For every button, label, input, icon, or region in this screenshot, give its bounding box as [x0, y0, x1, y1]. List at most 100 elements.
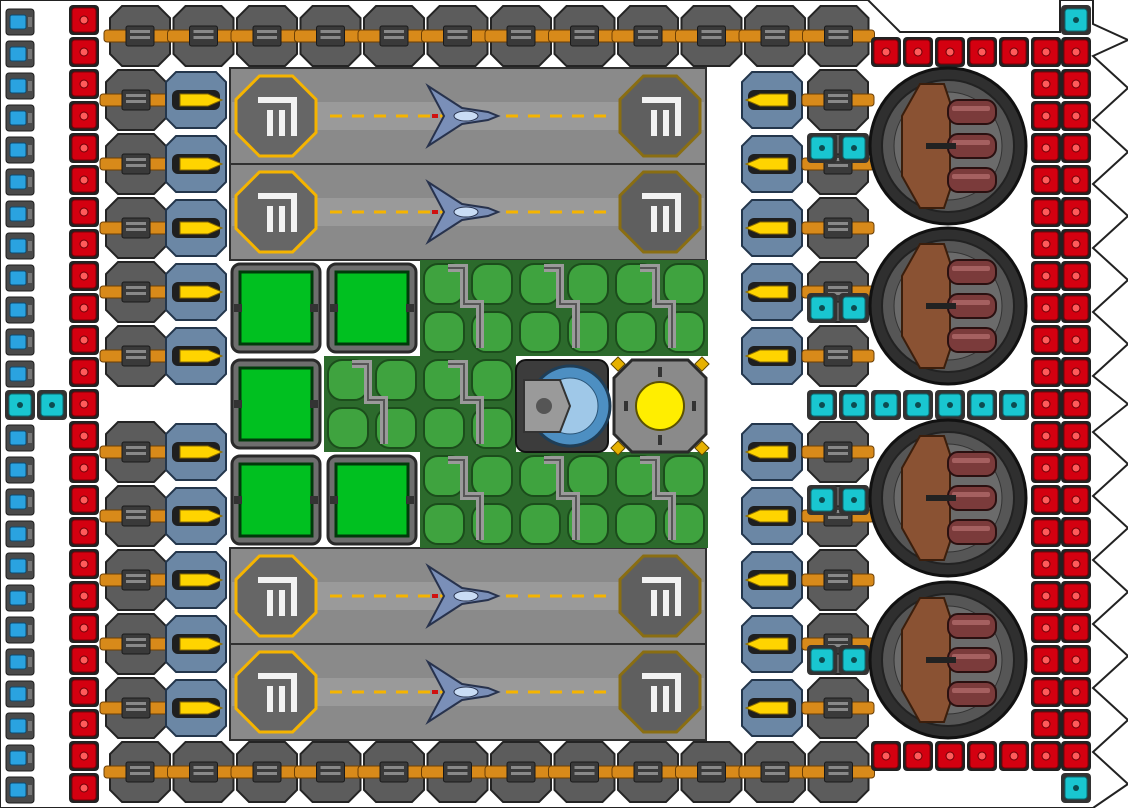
laser-cannon[interactable]	[165, 135, 227, 193]
laser-cannon[interactable]	[741, 423, 803, 481]
armor-block[interactable]	[1061, 261, 1091, 291]
laser-cannon[interactable]	[741, 263, 803, 321]
laser-cannon[interactable]	[741, 327, 803, 385]
battery-cell[interactable]	[5, 136, 35, 164]
cargo-container[interactable]	[230, 358, 322, 450]
triple-cannon-turret[interactable]	[868, 418, 1028, 578]
runway-landing-strip[interactable]	[229, 67, 707, 165]
thruster[interactable]	[357, 741, 431, 803]
thruster[interactable]	[167, 5, 240, 67]
laser-cannon[interactable]	[741, 71, 803, 129]
thruster[interactable]	[99, 485, 173, 547]
power-node[interactable]	[807, 485, 837, 515]
armor-block[interactable]	[69, 453, 99, 483]
armor-block[interactable]	[1031, 581, 1061, 611]
armor-block[interactable]	[1061, 165, 1091, 195]
battery-cell[interactable]	[5, 456, 35, 484]
thruster[interactable]	[230, 741, 304, 803]
armor-block[interactable]	[69, 645, 99, 675]
armor-block[interactable]	[1061, 645, 1091, 675]
armor-block[interactable]	[1061, 389, 1091, 419]
battery-cell[interactable]	[5, 584, 35, 612]
power-node[interactable]	[1061, 5, 1091, 35]
armor-block[interactable]	[69, 613, 99, 643]
fighter-jet-icon[interactable]	[425, 563, 501, 629]
thruster[interactable]	[802, 5, 875, 67]
thruster[interactable]	[99, 133, 173, 195]
armor-block[interactable]	[935, 741, 965, 771]
armor-block[interactable]	[1031, 741, 1061, 771]
thruster[interactable]	[421, 5, 494, 67]
armor-block[interactable]	[1031, 389, 1061, 419]
armor-block[interactable]	[1031, 325, 1061, 355]
laser-cannon[interactable]	[741, 487, 803, 545]
thruster[interactable]	[675, 741, 748, 803]
laser-cannon[interactable]	[165, 615, 227, 673]
thruster[interactable]	[99, 421, 173, 483]
thruster[interactable]	[99, 325, 173, 387]
armor-block[interactable]	[1061, 133, 1091, 163]
armor-block[interactable]	[69, 709, 99, 739]
armor-block[interactable]	[1031, 549, 1061, 579]
armor-block[interactable]	[871, 741, 901, 771]
armor-block[interactable]	[871, 37, 901, 67]
battery-cell[interactable]	[5, 200, 35, 228]
battery-cell[interactable]	[5, 168, 35, 196]
battery-cell[interactable]	[5, 72, 35, 100]
armor-block[interactable]	[69, 389, 99, 419]
laser-cannon[interactable]	[165, 551, 227, 609]
armor-block[interactable]	[999, 37, 1029, 67]
battery-cell[interactable]	[5, 616, 35, 644]
runway-landing-strip[interactable]	[229, 547, 707, 645]
thruster[interactable]	[99, 677, 173, 739]
laser-cannon[interactable]	[165, 487, 227, 545]
thruster[interactable]	[99, 613, 173, 675]
fuel-tank-pipes[interactable]	[612, 452, 708, 548]
armor-block[interactable]	[1061, 37, 1091, 67]
armor-block[interactable]	[69, 197, 99, 227]
cargo-container[interactable]	[326, 262, 418, 354]
armor-block[interactable]	[1061, 485, 1091, 515]
laser-cannon[interactable]	[165, 199, 227, 257]
thruster[interactable]	[548, 5, 621, 67]
armor-block[interactable]	[1031, 261, 1061, 291]
thruster[interactable]	[167, 741, 240, 803]
battery-cell[interactable]	[5, 520, 35, 548]
laser-cannon[interactable]	[165, 71, 227, 129]
thruster[interactable]	[230, 5, 304, 67]
armor-block[interactable]	[1031, 37, 1061, 67]
battery-cell[interactable]	[5, 8, 35, 36]
fuel-tank-pipes[interactable]	[420, 356, 516, 452]
armor-block[interactable]	[69, 517, 99, 547]
fuel-tank-pipes[interactable]	[420, 260, 516, 356]
thruster[interactable]	[421, 741, 494, 803]
thruster[interactable]	[738, 741, 812, 803]
armor-block[interactable]	[1061, 229, 1091, 259]
thruster[interactable]	[802, 741, 875, 803]
battery-cell[interactable]	[5, 488, 35, 516]
armor-block[interactable]	[69, 421, 99, 451]
armor-block[interactable]	[967, 37, 997, 67]
power-node[interactable]	[807, 390, 837, 420]
armor-block[interactable]	[1061, 453, 1091, 483]
power-node[interactable]	[1061, 773, 1091, 803]
armor-block[interactable]	[1031, 165, 1061, 195]
fuel-tank-pipes[interactable]	[324, 356, 420, 452]
armor-block[interactable]	[69, 229, 99, 259]
triple-cannon-turret[interactable]	[868, 580, 1028, 740]
thruster[interactable]	[357, 5, 431, 67]
thruster[interactable]	[548, 741, 621, 803]
power-node[interactable]	[999, 390, 1029, 420]
armor-block[interactable]	[1031, 133, 1061, 163]
battery-cell[interactable]	[5, 232, 35, 260]
triple-cannon-turret[interactable]	[868, 226, 1028, 386]
armor-block[interactable]	[999, 741, 1029, 771]
battery-cell[interactable]	[5, 104, 35, 132]
armor-block[interactable]	[69, 325, 99, 355]
armor-block[interactable]	[935, 37, 965, 67]
thruster[interactable]	[99, 261, 173, 323]
fuel-tank-pipes[interactable]	[516, 452, 612, 548]
armor-block[interactable]	[1031, 645, 1061, 675]
armor-block[interactable]	[69, 37, 99, 67]
armor-block[interactable]	[1031, 517, 1061, 547]
